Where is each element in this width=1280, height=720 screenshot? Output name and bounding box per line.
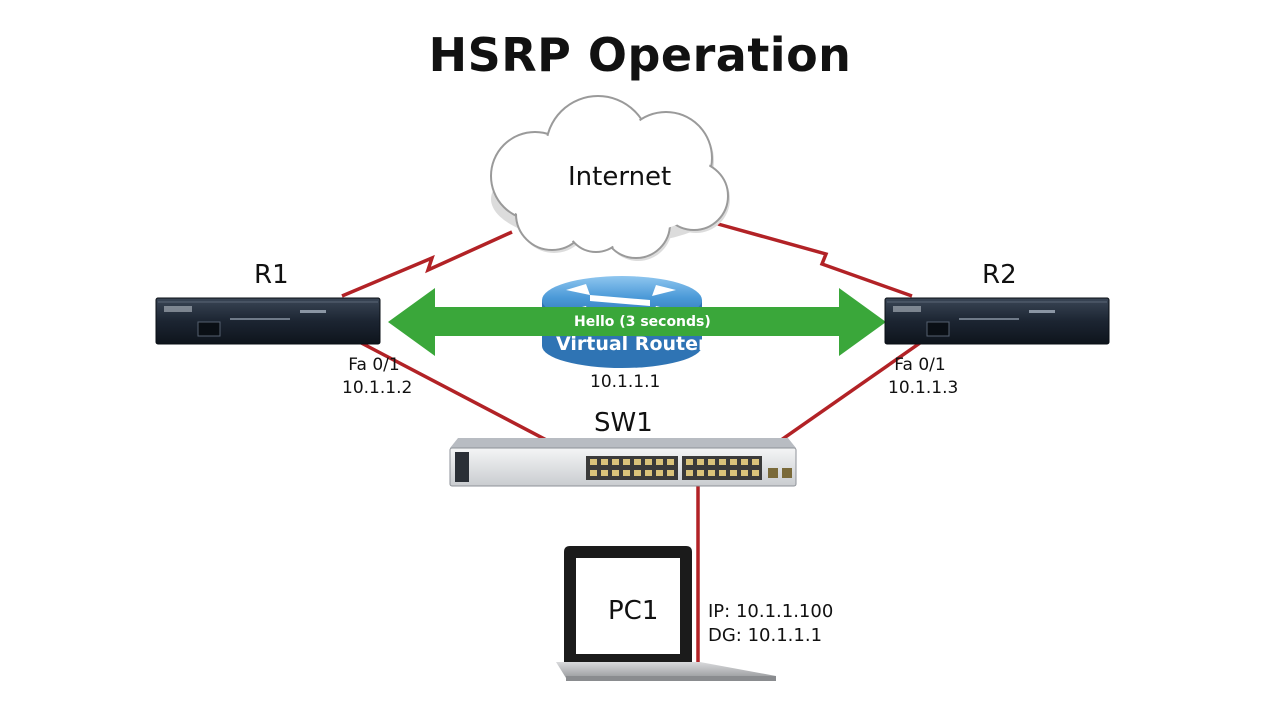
r2-interface-block: Fa 0/1 10.1.1.3 — [888, 354, 959, 400]
internet-label: Internet — [568, 162, 672, 192]
pc1-ip: IP: 10.1.1.100 — [708, 601, 834, 622]
router-r2-label: R2 — [982, 260, 1017, 290]
router-r1-label: R1 — [254, 260, 289, 290]
hello-arrow — [388, 288, 886, 356]
wan-link-r2-internet — [717, 222, 913, 298]
hello-label: Hello (3 seconds) — [574, 314, 711, 330]
r2-ip: 10.1.1.3 — [888, 378, 959, 398]
r2-interface: Fa 0/1 — [894, 355, 946, 375]
router-r1-icon — [155, 297, 381, 345]
diagram-title: HSRP Operation — [428, 28, 852, 82]
switch-sw1-label: SW1 — [594, 408, 653, 438]
r1-interface: Fa 0/1 — [348, 355, 400, 375]
router-r2-icon — [884, 297, 1110, 345]
virtual-router-ip: 10.1.1.1 — [590, 372, 661, 392]
virtual-router-label: Virtual Router — [556, 333, 708, 355]
switch-sw1-icon — [449, 438, 797, 487]
internet-cloud-icon — [490, 95, 730, 261]
wan-link-r1-internet — [341, 230, 513, 298]
r1-interface-block: Fa 0/1 10.1.1.2 — [342, 354, 413, 400]
pc1-label: PC1 — [608, 596, 659, 626]
r1-ip: 10.1.1.2 — [342, 378, 413, 398]
pc1-gateway: DG: 10.1.1.1 — [708, 625, 823, 646]
laptop-pc1-icon — [556, 546, 776, 681]
pc1-address-block: IP: 10.1.1.100 DG: 10.1.1.1 — [708, 600, 833, 648]
